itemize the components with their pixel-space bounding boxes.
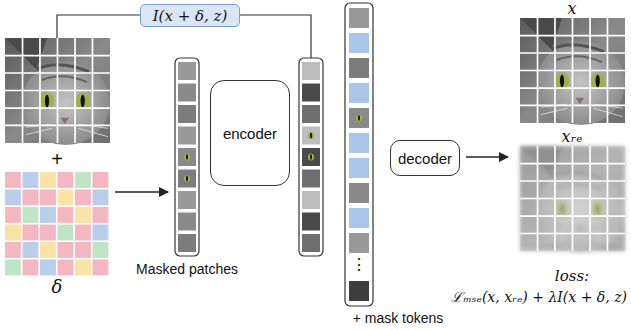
image-label: x	[567, 0, 576, 18]
column-caption: + mask tokens	[353, 311, 444, 326]
loss-formula: ℒₘₛₑ(x, xᵣₑ) + λI(x + δ, z)	[451, 290, 627, 305]
encoder-box: encoder	[210, 80, 290, 186]
info-term-box: I(x + δ, z)	[140, 4, 240, 27]
column-caption: Masked patches	[136, 262, 238, 277]
node-text: I(x + δ, z)	[153, 7, 228, 25]
loss-label: loss:	[555, 268, 589, 285]
decoder-box: decoder	[390, 140, 460, 176]
node-text: encoder	[223, 125, 277, 142]
image-label: xᵣₑ	[562, 128, 583, 146]
node-text: decoder	[398, 150, 452, 167]
perturbation-symbol: δ	[52, 277, 63, 297]
plus-sign: +	[51, 148, 63, 170]
ellipsis: ⋮	[351, 256, 367, 274]
